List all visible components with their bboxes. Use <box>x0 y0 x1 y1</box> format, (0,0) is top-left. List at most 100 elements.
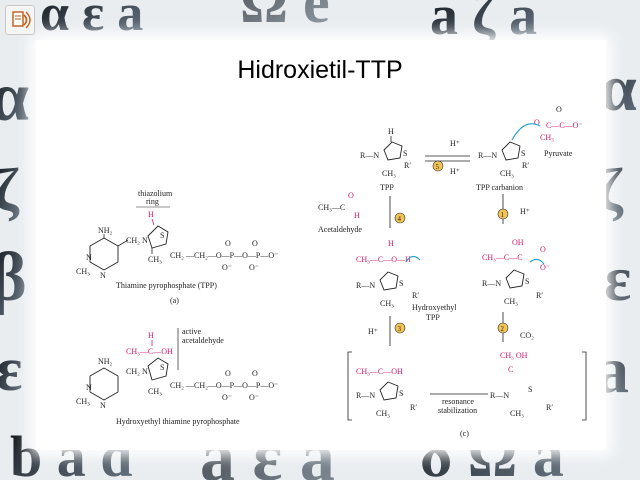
svg-text:R′: R′ <box>546 403 553 412</box>
svg-text:R—N: R—N <box>478 151 497 160</box>
svg-text:O: O <box>534 118 540 127</box>
svg-text:CH₃: CH₃ <box>500 169 514 178</box>
hplus-label-4: H⁺ <box>368 327 378 336</box>
svg-text:CH₃: CH₃ <box>376 409 390 418</box>
svg-text:O: O <box>225 239 231 248</box>
step-2-badge <box>497 322 509 334</box>
svg-text:O: O <box>348 191 354 200</box>
svg-text:CH₃ OH: CH₃ OH <box>500 351 528 360</box>
audio-icon[interactable] <box>5 5 35 35</box>
tpp-label: TPP <box>380 183 394 192</box>
svg-text:R′: R′ <box>404 161 411 170</box>
svg-text:CH₃: CH₃ <box>76 267 90 276</box>
svg-text:ε: ε <box>0 336 23 404</box>
svg-text:H: H <box>148 331 154 340</box>
step-3-badge <box>394 322 406 334</box>
slide-panel <box>36 40 606 450</box>
svg-text:C—C—O⁻: C—C—O⁻ <box>546 121 583 130</box>
svg-text:S: S <box>160 231 164 240</box>
svg-text:N: N <box>86 383 92 392</box>
svg-text:N: N <box>86 253 92 262</box>
svg-text:CH₃: CH₃ <box>148 387 162 396</box>
svg-text:Ω e: Ω e <box>240 0 330 35</box>
svg-text:S: S <box>403 149 407 158</box>
svg-text:a ζ a: a ζ a <box>430 0 537 47</box>
svg-text:S: S <box>521 149 525 158</box>
mechanism-cycle: H R—N S CH₃ R′ TPP H⁺ 5 H⁺ R—N S CH₃ R′ … <box>318 105 587 438</box>
svg-text:R—N: R—N <box>360 151 379 160</box>
tpp-structure: NH₂ N N CH₃ CH₂ N S CH₃ CH₂ —CH₂—O—P—O—P… <box>76 189 278 305</box>
panel-c-label: (c) <box>460 429 469 438</box>
svg-text:R′: R′ <box>410 403 417 412</box>
svg-text:α ε a: α ε a <box>40 0 143 42</box>
svg-text:H: H <box>388 239 394 248</box>
hplus-label: H⁺ <box>450 139 460 148</box>
svg-text:N: N <box>100 271 106 280</box>
svg-text:CH₂: CH₂ <box>126 236 140 245</box>
tpp-caption: Thiamine pyrophosphate (TPP) <box>116 281 217 290</box>
svg-text:—CH₂—O—P—O—P—O⁻: —CH₂—O—P—O—P—O⁻ <box>185 381 278 390</box>
thiazolium-label: thiazolium <box>138 189 173 198</box>
svg-text:NH₂: NH₂ <box>98 226 113 235</box>
svg-text:α: α <box>600 52 637 125</box>
ring-label: ring <box>146 197 159 206</box>
svg-text:R′: R′ <box>536 291 543 300</box>
slide-title: Hidroxietil-TTP <box>237 56 403 84</box>
hydroxyethyl-tpp-structure: H CH₃—C—OH NH₂ N N CH₃ CH₂ N S CH₃ CH₂ —… <box>76 327 278 426</box>
svg-text:O: O <box>252 239 258 248</box>
svg-text:O⁻: O⁻ <box>222 393 232 402</box>
svg-text:ε: ε <box>604 243 631 314</box>
hydroxyethyl-tpp-label: TPP <box>426 313 440 322</box>
svg-text:R—N: R—N <box>482 279 501 288</box>
svg-text:C: C <box>508 365 513 374</box>
acetaldehyde-product-label: Acetaldehyde <box>318 225 362 234</box>
svg-text:O⁻: O⁻ <box>222 263 232 272</box>
svg-text:CH₃: CH₃ <box>76 397 90 406</box>
svg-text:α: α <box>0 59 29 136</box>
step-4-number: 4 <box>398 215 402 223</box>
pyruvate-label: Pyruvate <box>544 149 573 158</box>
acetaldehyde-label: acetaldehyde <box>182 336 224 345</box>
hydroxyethyl-caption: Hydroxyethyl thiamine pyrophosphate <box>116 417 240 426</box>
step-5-badge <box>432 160 444 172</box>
svg-text:S: S <box>160 363 164 372</box>
svg-text:S: S <box>528 385 532 394</box>
svg-text:CH₃: CH₃ <box>504 297 518 306</box>
svg-text:CH₂: CH₂ <box>170 251 184 260</box>
svg-text:CH₃: CH₃ <box>540 133 554 142</box>
svg-text:OH: OH <box>512 238 524 247</box>
svg-text:CH₃: CH₃ <box>382 169 396 178</box>
svg-text:CH₃: CH₃ <box>148 255 162 264</box>
panel-a-label: (a) <box>170 296 179 305</box>
step-1-badge <box>497 208 509 220</box>
svg-text:O: O <box>556 105 562 114</box>
svg-text:CH₃—C: CH₃—C <box>318 203 345 212</box>
step-3-number: 3 <box>398 325 402 333</box>
svg-text:CH₃—C—OH: CH₃—C—OH <box>126 347 173 356</box>
svg-text:CH₂: CH₂ <box>170 381 184 390</box>
svg-text:CH₃—C—O—H: CH₃—C—O—H <box>356 255 411 264</box>
svg-text:—CH₂—O—P—O—P—O⁻: —CH₂—O—P—O—P—O⁻ <box>185 251 278 260</box>
svg-text:H: H <box>354 211 360 220</box>
tpp-carbanion-label: TPP carbanion <box>476 183 523 192</box>
step-1-number: 1 <box>501 211 505 219</box>
svg-text:R′: R′ <box>522 161 529 170</box>
svg-text:R—N: R—N <box>356 391 375 400</box>
step-4-badge <box>394 212 406 224</box>
svg-text:O: O <box>225 369 231 378</box>
svg-text:NH₂: NH₂ <box>98 357 113 366</box>
resonance-label: resonance <box>442 397 474 406</box>
svg-text:O⁻: O⁻ <box>249 263 259 272</box>
svg-text:N: N <box>142 236 148 245</box>
svg-text:O: O <box>252 369 258 378</box>
svg-text:S: S <box>399 279 403 288</box>
svg-text:R—N: R—N <box>490 391 509 400</box>
step-5-number: 5 <box>436 163 440 171</box>
svg-text:CH₃—C—C: CH₃—C—C <box>482 253 523 262</box>
svg-text:ζ: ζ <box>0 157 20 223</box>
svg-text:CH₃: CH₃ <box>380 299 394 308</box>
svg-text:R—N: R—N <box>356 281 375 290</box>
svg-text:β: β <box>0 239 27 316</box>
svg-text:N: N <box>100 401 106 410</box>
